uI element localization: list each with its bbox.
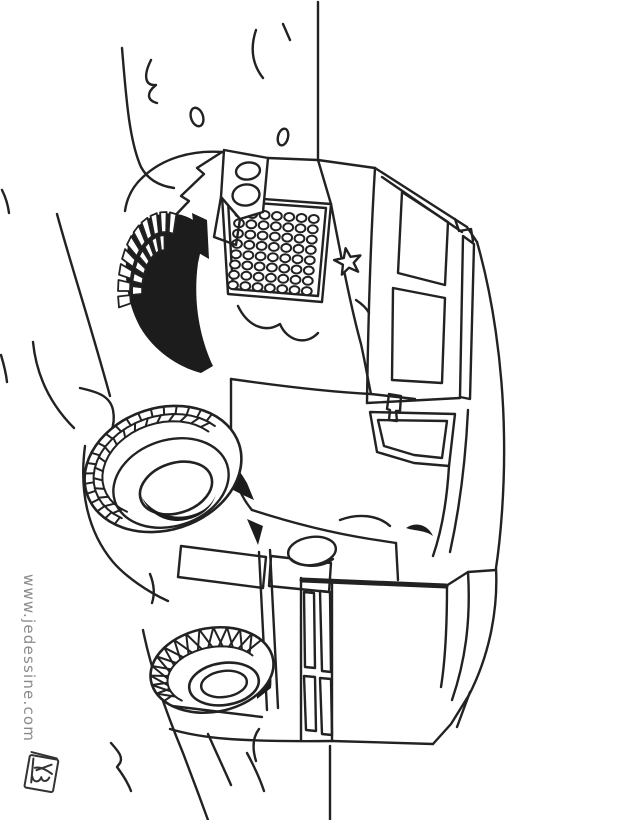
radiator-grille [220,194,333,342]
jedessine-logo [23,751,60,794]
windshield [365,166,479,405]
front-wheel [83,404,254,534]
front-bumper-light-cluster [212,148,270,247]
front-wheel-tread [83,404,216,526]
star-emblem [332,247,362,276]
truck-illustration [83,148,506,746]
cab-door-window [368,410,457,468]
cargo-bed [299,514,498,746]
rear-wheel-tread [149,626,263,702]
far-wheel-tread [117,211,178,309]
horizon-line [316,0,332,820]
rear-wheel [149,625,334,743]
far-front-wheel [117,150,224,373]
cab-side [431,240,506,746]
door-handle [385,392,403,423]
watermark-text: www.jedessine.com [20,574,38,742]
grille-holes [227,208,320,297]
